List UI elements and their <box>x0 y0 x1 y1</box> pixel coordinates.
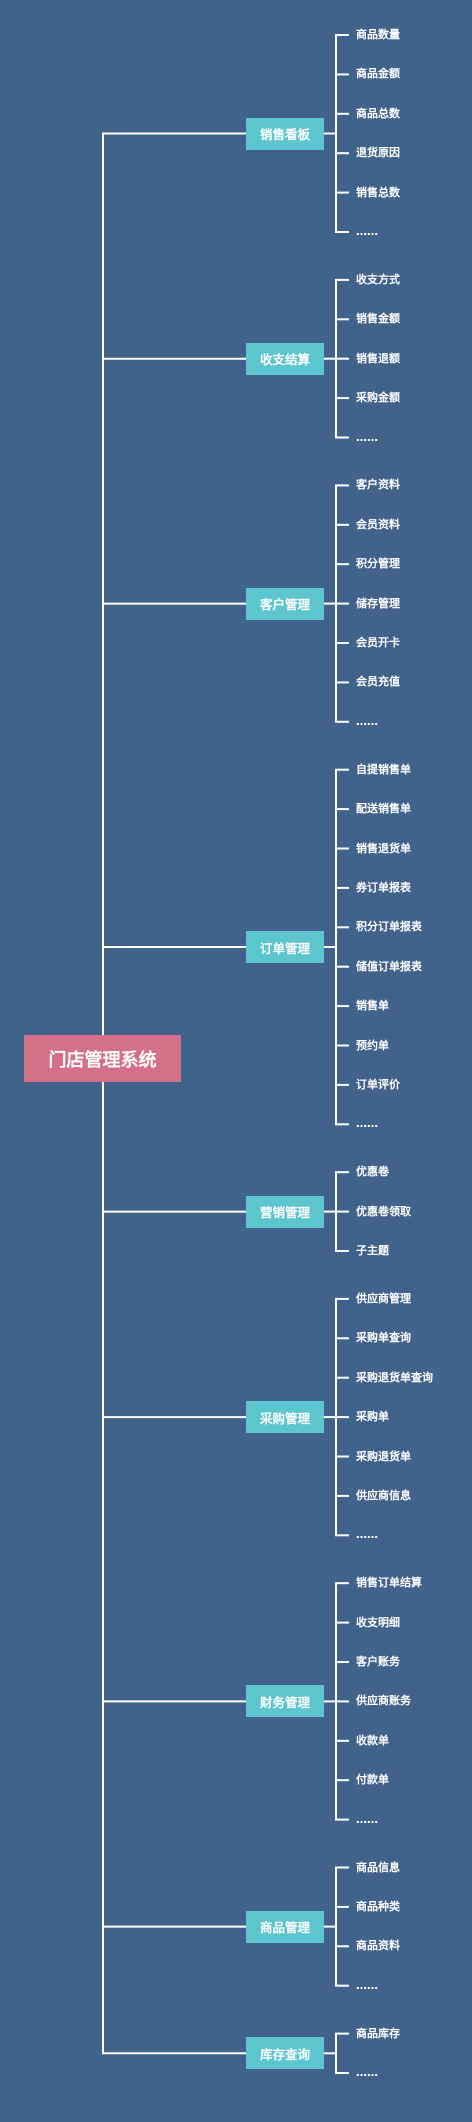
leaf-item[interactable]: 优惠卷 <box>356 1165 389 1179</box>
leaf-item[interactable]: …… <box>356 1117 378 1131</box>
branch-node[interactable]: 采购管理 <box>246 1401 324 1434</box>
root-node[interactable]: 门店管理系统 <box>24 1035 181 1082</box>
leaf-item[interactable]: 销售退货单 <box>356 841 411 855</box>
branch-node[interactable]: 库存查询 <box>246 2037 324 2070</box>
leaf-item[interactable]: 销售订单结算 <box>356 1576 422 1590</box>
branch-label: 订单管理 <box>259 940 310 956</box>
leaf-item[interactable]: 订单评价 <box>356 1077 400 1091</box>
leaf-item[interactable]: 商品库存 <box>356 2026 400 2040</box>
leaf-item[interactable]: 销售单 <box>356 999 389 1013</box>
leaf-item[interactable]: 商品资料 <box>356 1939 400 1953</box>
branch-label: 采购管理 <box>259 1410 310 1426</box>
leaf-item[interactable]: …… <box>356 2066 378 2079</box>
leaf-item[interactable]: 供应商管理 <box>356 1291 411 1305</box>
branch-label: 销售看板 <box>259 127 310 142</box>
leaf-item[interactable]: 收支明细 <box>356 1615 400 1629</box>
leaf-item[interactable]: 商品种类 <box>356 1899 400 1913</box>
leaf-item[interactable]: …… <box>356 430 378 444</box>
branch-label: 财务管理 <box>259 1694 310 1710</box>
leaf-item[interactable]: 采购单查询 <box>356 1331 411 1345</box>
leaf-item[interactable]: 采购退货单查询 <box>356 1370 433 1384</box>
leaf-item[interactable]: 供应商信息 <box>356 1488 411 1502</box>
leaf-item[interactable]: 采购单 <box>356 1410 389 1424</box>
leaf-item[interactable]: 收支方式 <box>356 272 400 286</box>
leaf-item[interactable]: 付款单 <box>356 1773 389 1787</box>
leaf-item[interactable]: 积分订单报表 <box>356 920 422 934</box>
leaf-item[interactable]: …… <box>356 225 378 238</box>
root-label: 门店管理系统 <box>48 1049 157 1071</box>
leaf-item[interactable]: 退货原因 <box>356 146 400 160</box>
branch-node[interactable]: 收支结算 <box>246 342 324 375</box>
leaf-item[interactable]: …… <box>356 1528 378 1542</box>
leaf-item[interactable]: 储值订单报表 <box>356 959 422 973</box>
leaf-item[interactable]: 优惠卷领取 <box>356 1204 411 1218</box>
branch-label: 商品管理 <box>259 1920 310 1936</box>
leaf-item[interactable]: 供应商账务 <box>356 1694 411 1708</box>
branch-node[interactable]: 财务管理 <box>246 1685 324 1718</box>
branch-node[interactable]: 客户管理 <box>246 587 324 620</box>
leaf-item[interactable]: …… <box>356 1978 378 1992</box>
leaf-item[interactable]: 会员资料 <box>356 517 400 531</box>
leaf-item[interactable]: 采购退货单 <box>356 1449 411 1463</box>
leaf-item[interactable]: 商品总数 <box>356 106 400 120</box>
leaf-item[interactable]: 商品数量 <box>356 28 400 41</box>
branch-node[interactable]: 销售看板 <box>246 117 324 150</box>
leaf-item[interactable]: 销售总数 <box>356 185 400 199</box>
leaf-item[interactable]: 自提销售单 <box>356 762 411 776</box>
leaf-item[interactable]: 积分管理 <box>356 557 400 571</box>
leaf-item[interactable]: …… <box>356 1812 378 1826</box>
leaf-item[interactable]: 会员开卡 <box>356 636 400 649</box>
leaf-item[interactable]: 商品信息 <box>356 1860 400 1874</box>
leaf-item[interactable]: 预约单 <box>356 1038 389 1052</box>
branch-node[interactable]: 订单管理 <box>246 931 324 963</box>
leaf-item[interactable]: 会员充值 <box>356 675 400 689</box>
branch-label: 营销管理 <box>259 1205 310 1221</box>
leaf-item[interactable]: 配送销售单 <box>356 802 411 816</box>
leaf-item[interactable]: 客户资料 <box>356 478 400 492</box>
leaf-item[interactable]: 储存管理 <box>356 596 400 610</box>
leaf-item[interactable]: 子主题 <box>356 1244 389 1257</box>
leaf-item[interactable]: 采购金额 <box>356 391 400 405</box>
branch-label: 库存查询 <box>259 2046 310 2062</box>
branch-node[interactable]: 商品管理 <box>246 1910 324 1943</box>
leaf-item[interactable]: 商品金额 <box>356 67 400 81</box>
leaf-item[interactable]: 券订单报表 <box>356 880 411 894</box>
leaf-item[interactable]: …… <box>356 714 378 728</box>
leaf-item[interactable]: 销售退额 <box>356 351 400 365</box>
branch-node[interactable]: 营销管理 <box>246 1195 324 1228</box>
leaf-item[interactable]: 客户账务 <box>356 1655 400 1668</box>
branch-label: 客户管理 <box>259 597 310 613</box>
leaf-item[interactable]: 销售金额 <box>356 312 400 326</box>
branch-label: 收支结算 <box>259 352 310 368</box>
leaf-item[interactable]: 收款单 <box>356 1733 389 1747</box>
